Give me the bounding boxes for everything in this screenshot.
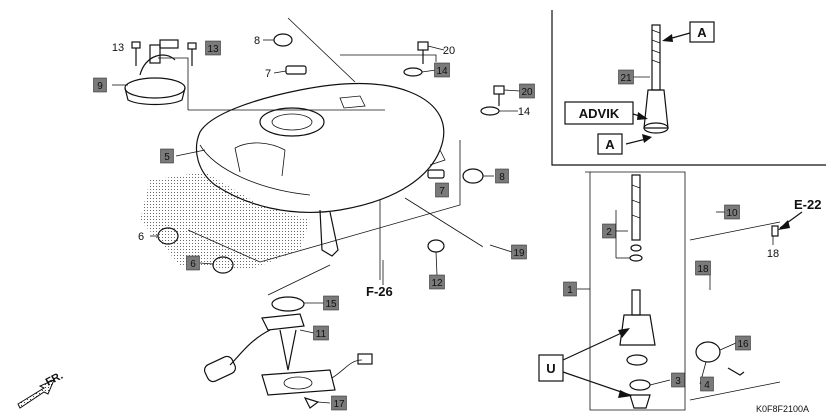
callout-number: 10 <box>726 208 738 219</box>
callout-number: 18 <box>697 264 709 275</box>
callout-c14a: 14 <box>434 62 450 78</box>
callout-number: 17 <box>333 399 345 410</box>
callout-number: 14 <box>518 106 530 118</box>
callout-number: 7 <box>265 68 271 80</box>
callout-c1: 1 <box>563 281 577 297</box>
fuel-pump-unit <box>203 296 373 409</box>
callout-c19: 19 <box>511 244 527 260</box>
front-label: FR. <box>44 370 65 389</box>
ref-box-advik: ADVIK <box>564 101 634 125</box>
ref-label-a-top: A <box>697 25 707 40</box>
callout-number: 15 <box>325 299 337 310</box>
overflow-tube <box>707 225 779 291</box>
figure-code: K0F8F2100A <box>756 404 809 414</box>
callout-c10: 10 <box>724 204 740 220</box>
callout-c18a: 18 <box>767 248 779 260</box>
callout-number: 5 <box>164 152 170 163</box>
callout-c16: 16 <box>735 335 751 351</box>
callout-c21: 21 <box>618 69 634 85</box>
callout-c5: 5 <box>160 148 174 164</box>
callout-c13a: 13 <box>112 42 124 54</box>
callout-c2: 2 <box>602 223 616 239</box>
callout-c6b: 6 <box>186 255 200 271</box>
callout-c8b: 8 <box>495 168 509 184</box>
callout-c4: 4 <box>700 376 714 392</box>
ref-box-a-bottom: A <box>597 133 623 155</box>
callout-c7a: 7 <box>265 68 271 80</box>
fuel-tank <box>195 82 446 257</box>
callout-number: 20 <box>443 45 455 57</box>
callout-number: 20 <box>521 87 533 98</box>
fuel-valve-assembly <box>619 174 745 409</box>
callout-number: 2 <box>606 227 612 238</box>
callout-number: 21 <box>620 73 632 84</box>
fuel-cap <box>124 39 186 106</box>
callout-number: 4 <box>704 380 710 391</box>
callout-c20b: 20 <box>519 83 535 99</box>
callout-number: 16 <box>737 339 749 350</box>
callout-number: 6 <box>190 259 196 270</box>
callout-number: 8 <box>254 35 260 47</box>
callout-number: 12 <box>431 278 443 289</box>
callout-c9: 9 <box>93 77 107 93</box>
callout-number: 13 <box>112 42 124 54</box>
inset-fuel-valve <box>643 24 669 134</box>
callout-number: 1 <box>567 285 573 296</box>
ref-box-a-top: A <box>689 21 715 43</box>
ref-label-advik: ADVIK <box>579 106 620 121</box>
callout-c18b: 18 <box>695 260 711 276</box>
callout-number: 6 <box>138 231 144 243</box>
callout-c14b: 14 <box>518 106 530 118</box>
callout-c20a: 20 <box>443 45 455 57</box>
callout-c8a: 8 <box>254 35 260 47</box>
front-direction-arrow <box>17 379 55 409</box>
callout-number: 11 <box>316 329 327 340</box>
inset-detail-frame <box>551 10 826 166</box>
ref-label-f26: F-26 <box>366 284 393 299</box>
callout-c12: 12 <box>429 274 445 290</box>
callout-number: 14 <box>436 66 448 77</box>
callout-c6a: 6 <box>138 231 144 243</box>
reference-arrows <box>562 32 803 398</box>
ref-box-u: U <box>538 354 564 382</box>
callout-number: 18 <box>767 248 779 260</box>
callout-c17: 17 <box>331 395 347 411</box>
callout-c15: 15 <box>323 295 339 311</box>
callout-c3: 3 <box>671 372 685 388</box>
fuel-hose <box>479 231 525 416</box>
callout-number: 3 <box>675 376 681 387</box>
callout-number: 8 <box>499 172 505 183</box>
callout-number: 7 <box>439 186 445 197</box>
callout-c13b: 13 <box>205 40 221 56</box>
ref-label-a-bottom: A <box>605 137 615 152</box>
callout-c7b: 7 <box>435 182 449 198</box>
callout-number: 9 <box>97 81 103 92</box>
callout-number: 19 <box>513 248 525 259</box>
ref-label-e22: E-22 <box>794 197 821 212</box>
leader-lines <box>112 39 774 404</box>
callout-c11: 11 <box>313 325 329 341</box>
shaded-underbody <box>140 172 310 270</box>
ref-label-u: U <box>546 361 555 376</box>
callout-number: 13 <box>207 44 219 55</box>
